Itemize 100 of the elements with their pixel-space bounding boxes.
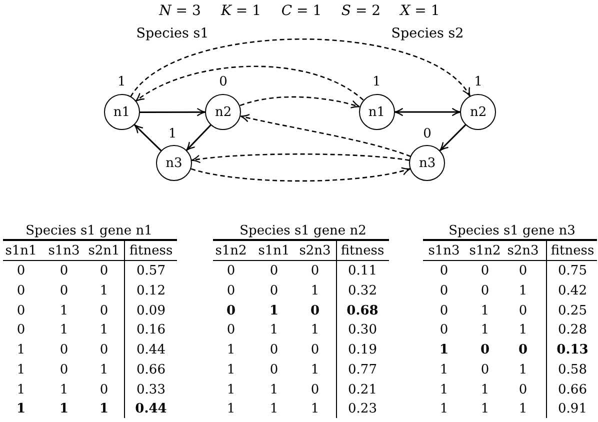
binary-value: 1: [100, 363, 108, 376]
fitness-value: 0.58: [558, 363, 587, 376]
fitness-value: 0.44: [135, 402, 167, 416]
fitness-value: 0.57: [136, 264, 166, 278]
column-header: s1n1: [258, 244, 290, 258]
gene-node: n3: [409, 145, 446, 182]
binary-value: 0: [440, 304, 448, 318]
binary-value: 1: [59, 402, 69, 416]
binary-value: 1: [439, 344, 449, 357]
fitness-value: 0.25: [558, 304, 587, 318]
binary-value: 0: [310, 344, 320, 357]
table-title: Species s1 gene n2: [240, 224, 366, 238]
binary-value: 1: [16, 363, 26, 376]
column-header: s1n2: [215, 244, 247, 258]
column-header: s1n2: [469, 244, 501, 258]
fitness-value: 0.42: [558, 284, 587, 298]
column-header: s1n3: [48, 244, 80, 258]
binary-value: 0: [60, 344, 68, 357]
binary-value: 0: [226, 324, 236, 337]
binary-value: 0: [440, 264, 448, 278]
fitness-value: 0.68: [346, 304, 378, 318]
binary-value: 0: [440, 324, 448, 337]
binary-value: 1: [16, 344, 26, 357]
binary-value: 1: [440, 383, 448, 396]
table-title: Species s1 gene n1: [26, 224, 152, 238]
binary-value: 1: [518, 402, 528, 416]
column-header: fitness: [340, 244, 384, 258]
state-value: 1: [118, 76, 126, 89]
binary-value: 0: [270, 284, 278, 298]
binary-value: 1: [310, 324, 320, 337]
binary-value: 0: [100, 264, 108, 278]
fitness-value: 0.66: [558, 383, 587, 396]
fitness-value: 0.33: [136, 383, 166, 396]
binary-value: 0: [310, 383, 320, 396]
binary-value: 1: [518, 363, 528, 376]
binary-value: 1: [480, 402, 490, 416]
binary-value: 1: [270, 324, 278, 337]
column-header: s2n3: [507, 244, 539, 258]
binary-value: 1: [440, 402, 448, 416]
parameter-label: S = 2: [341, 4, 381, 18]
binary-value: 0: [480, 284, 490, 298]
binary-value: 1: [60, 383, 68, 396]
binary-value: 0: [16, 264, 26, 278]
column-header: s2n3: [299, 244, 331, 258]
binary-value: 1: [480, 383, 490, 396]
binary-value: 0: [16, 304, 26, 318]
binary-value: 0: [226, 304, 236, 318]
column-header: fitness: [129, 244, 173, 258]
binary-value: 0: [518, 304, 528, 318]
binary-value: 1: [518, 284, 528, 298]
binary-value: 1: [440, 363, 448, 376]
binary-value: 1: [226, 383, 236, 396]
species-label: Species s2: [391, 27, 464, 41]
binary-value: 1: [270, 402, 278, 416]
binary-value: 1: [480, 324, 490, 337]
binary-value: 1: [16, 383, 26, 396]
fitness-value: 0.91: [558, 402, 587, 416]
binary-value: 0: [310, 264, 320, 278]
parameter-label: K = 1: [221, 4, 261, 18]
binary-value: 0: [518, 344, 528, 357]
fitness-value: 0.19: [348, 344, 377, 357]
gene-node: n2: [460, 94, 496, 130]
binary-value: 0: [60, 284, 68, 298]
species-label: Species s1: [136, 27, 209, 41]
binary-value: 0: [60, 363, 68, 376]
table-title: Species s1 gene n3: [448, 224, 576, 238]
binary-value: 0: [518, 264, 528, 278]
binary-value: 0: [100, 383, 108, 396]
state-value: 0: [219, 76, 228, 88]
binary-value: 1: [310, 402, 320, 416]
column-header: s1n3: [428, 244, 460, 258]
binary-value: 0: [100, 344, 108, 357]
binary-value: 1: [226, 402, 236, 416]
fitness-value: 0.12: [136, 284, 166, 298]
binary-value: 0: [480, 344, 490, 357]
binary-value: 1: [16, 402, 26, 416]
binary-value: 1: [480, 304, 490, 318]
state-value: 1: [474, 76, 482, 88]
fitness-value: 0.66: [136, 363, 166, 376]
binary-value: 0: [16, 284, 26, 298]
fitness-value: 0.75: [558, 264, 587, 278]
fitness-value: 0.23: [348, 402, 377, 416]
fitness-value: 0.44: [136, 344, 166, 357]
gene-node: n1: [104, 94, 140, 130]
binary-value: 0: [270, 264, 278, 278]
binary-value: 1: [60, 324, 68, 337]
binary-value: 1: [269, 304, 279, 318]
gene-node: n3: [156, 145, 192, 182]
binary-value: 0: [440, 284, 448, 298]
state-value: 0: [423, 127, 432, 140]
binary-value: 0: [60, 264, 68, 278]
column-header: s1n1: [5, 244, 37, 258]
binary-value: 1: [226, 344, 236, 357]
fitness-value: 0.09: [136, 304, 166, 318]
binary-value: 0: [226, 264, 236, 278]
column-header: s2n1: [88, 244, 120, 258]
parameter-label: N = 3: [159, 4, 201, 18]
binary-value: 0: [518, 383, 528, 396]
binary-value: 1: [310, 363, 320, 376]
binary-value: 1: [60, 304, 68, 318]
